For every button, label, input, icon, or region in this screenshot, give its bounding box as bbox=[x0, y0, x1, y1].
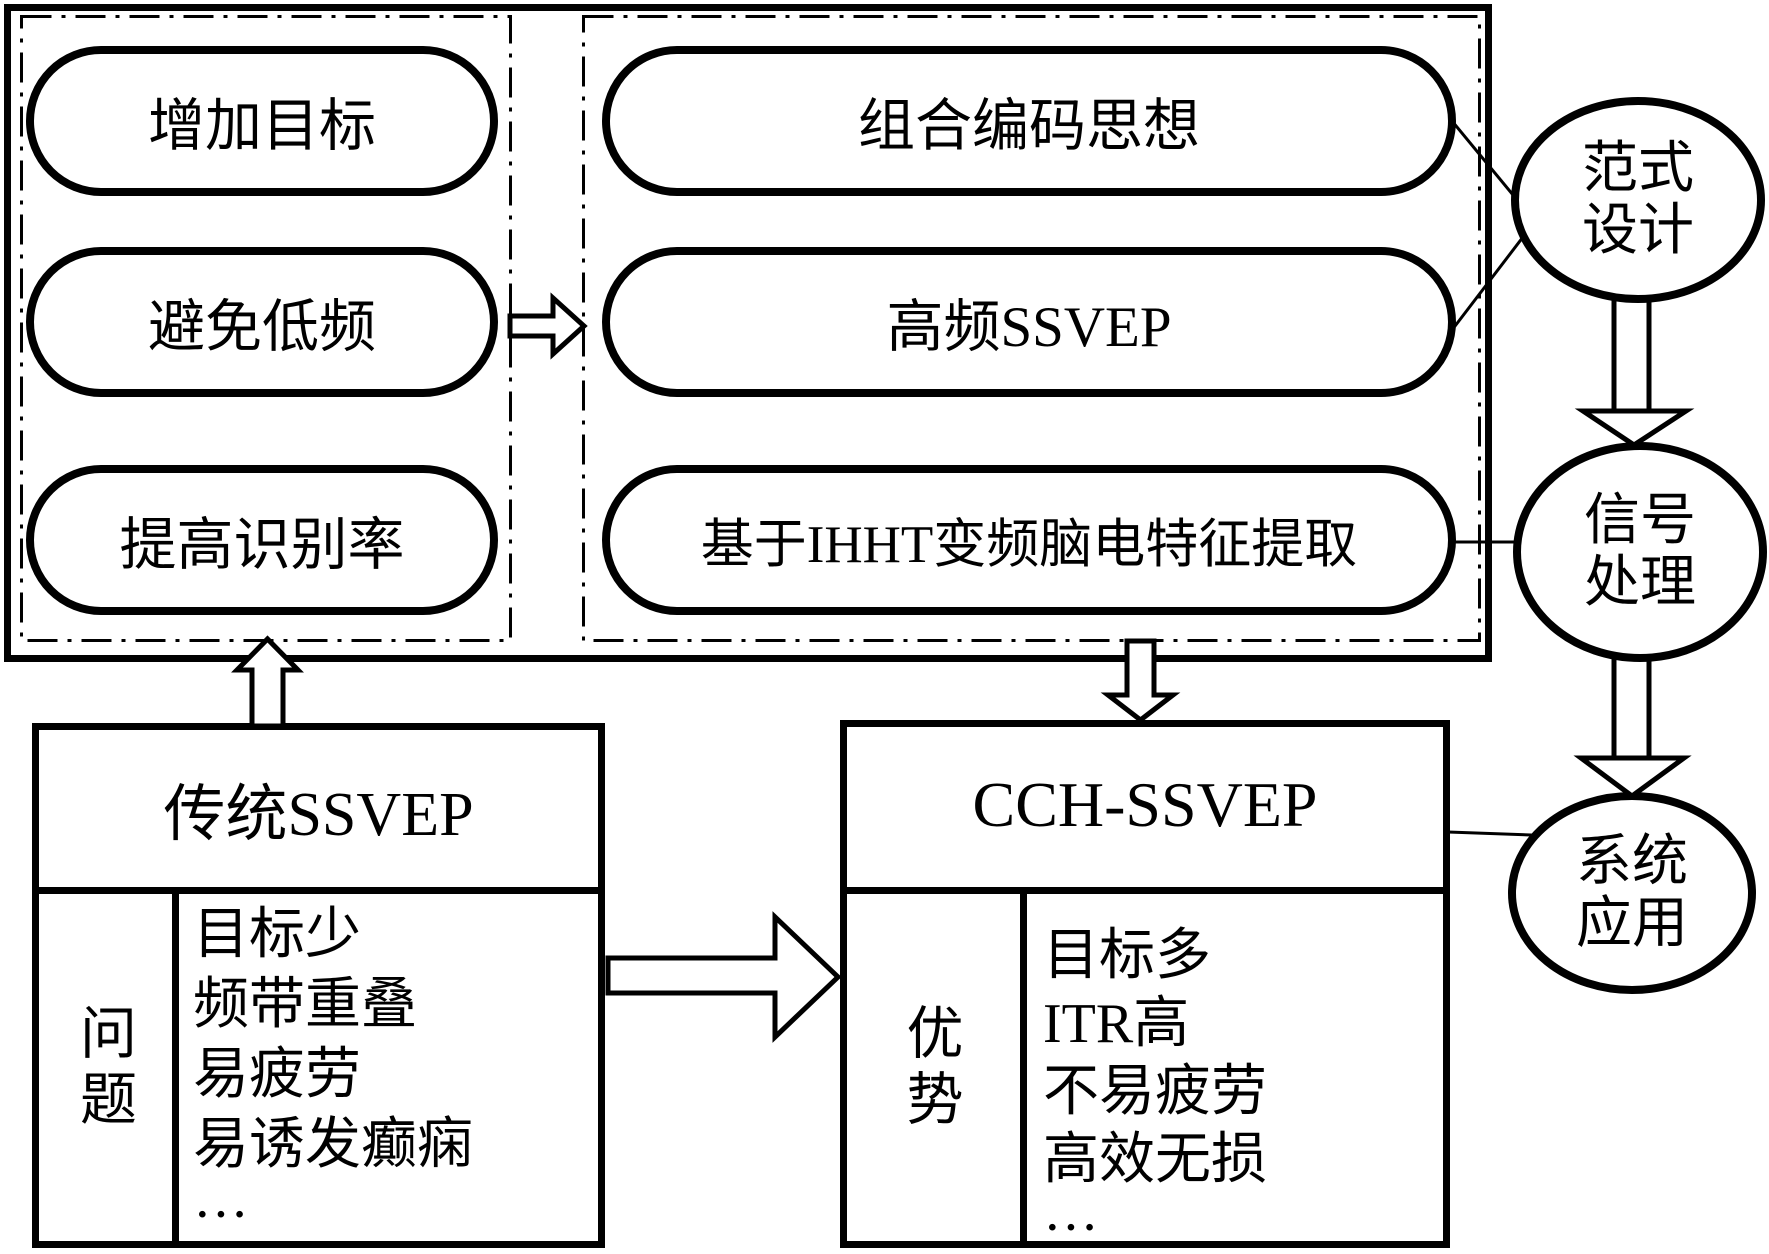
method-combined-coding-label: 组合编码思想 bbox=[858, 95, 1200, 158]
goal-improve-recognition-label: 提高识别率 bbox=[119, 514, 405, 577]
list-item: 不易疲劳 bbox=[1043, 1061, 1267, 1123]
paradigm-design-line1: 范式 bbox=[1582, 138, 1694, 200]
list-item: 易疲劳 bbox=[193, 1044, 361, 1106]
method-high-freq-ssvep: 高频SSVEP bbox=[602, 247, 1456, 397]
list-item: 高效无损 bbox=[1043, 1129, 1267, 1191]
traditional-problems-label-char1: 问 bbox=[80, 1002, 137, 1066]
list-item: 易诱发癫痫 bbox=[193, 1114, 473, 1176]
goal-avoid-low-frequency-label: 避免低频 bbox=[148, 296, 376, 359]
arrow-signal-to-system bbox=[1573, 656, 1692, 800]
method-combined-coding: 组合编码思想 bbox=[602, 46, 1456, 196]
goal-increase-targets-label: 增加目标 bbox=[148, 95, 376, 158]
list-item: ITR高 bbox=[1043, 993, 1190, 1055]
signal-processing-line1: 信号 bbox=[1584, 490, 1696, 552]
method-high-freq-ssvep-label: 高频SSVEP bbox=[886, 296, 1172, 359]
cch-advantages-label-char2: 势 bbox=[906, 1068, 964, 1132]
system-application-line2: 应用 bbox=[1576, 893, 1688, 955]
signal-processing-line2: 处理 bbox=[1584, 552, 1696, 614]
arrow-traditional-to-cch bbox=[605, 911, 842, 1043]
system-application-line1: 系统 bbox=[1576, 831, 1688, 893]
method-ihht-feature-extraction-label: 基于IHHT变频脑电特征提取 bbox=[700, 516, 1358, 574]
signal-processing-label: 信号 处理 bbox=[1520, 487, 1760, 617]
list-item: 频带重叠 bbox=[193, 974, 417, 1036]
traditional-problems-list: 目标少 频带重叠 易疲劳 易诱发癫痫 ··· bbox=[193, 900, 593, 1250]
paradigm-design-label: 范式 设计 bbox=[1518, 135, 1758, 265]
goal-avoid-low-frequency: 避免低频 bbox=[26, 247, 498, 397]
list-item: 目标多 bbox=[1043, 925, 1211, 987]
goal-improve-recognition: 提高识别率 bbox=[26, 465, 498, 615]
cch-advantages-label-char1: 优 bbox=[906, 1002, 964, 1066]
cch-advantages-label: 优 势 bbox=[850, 894, 1020, 1241]
cch-ssvep-title: CCH-SSVEP bbox=[972, 768, 1318, 840]
cch-cell-divider bbox=[1020, 894, 1027, 1241]
system-application-label: 系统 应用 bbox=[1512, 828, 1752, 958]
traditional-ssvep-box bbox=[32, 723, 605, 1248]
list-item-ellipsis: ··· bbox=[1043, 1197, 1099, 1254]
paradigm-design-line2: 设计 bbox=[1582, 200, 1694, 262]
cch-ssvep-box bbox=[840, 720, 1450, 1248]
traditional-cell-divider bbox=[172, 894, 179, 1241]
goal-increase-targets: 增加目标 bbox=[26, 46, 498, 196]
method-ihht-feature-extraction: 基于IHHT变频脑电特征提取 bbox=[602, 465, 1456, 615]
cch-title-divider bbox=[844, 887, 1446, 894]
list-item: 目标少 bbox=[193, 904, 361, 966]
cch-advantages-list: 目标多 ITR高 不易疲劳 高效无损 ··· bbox=[1043, 922, 1443, 1254]
list-item-ellipsis: ··· bbox=[193, 1184, 249, 1246]
traditional-problems-label-char2: 题 bbox=[80, 1068, 137, 1132]
traditional-problems-label: 问 题 bbox=[45, 894, 172, 1241]
arrow-paradigm-to-signal bbox=[1574, 297, 1695, 448]
traditional-ssvep-title: 传统SSVEP bbox=[163, 780, 474, 849]
traditional-title-divider bbox=[36, 887, 601, 894]
